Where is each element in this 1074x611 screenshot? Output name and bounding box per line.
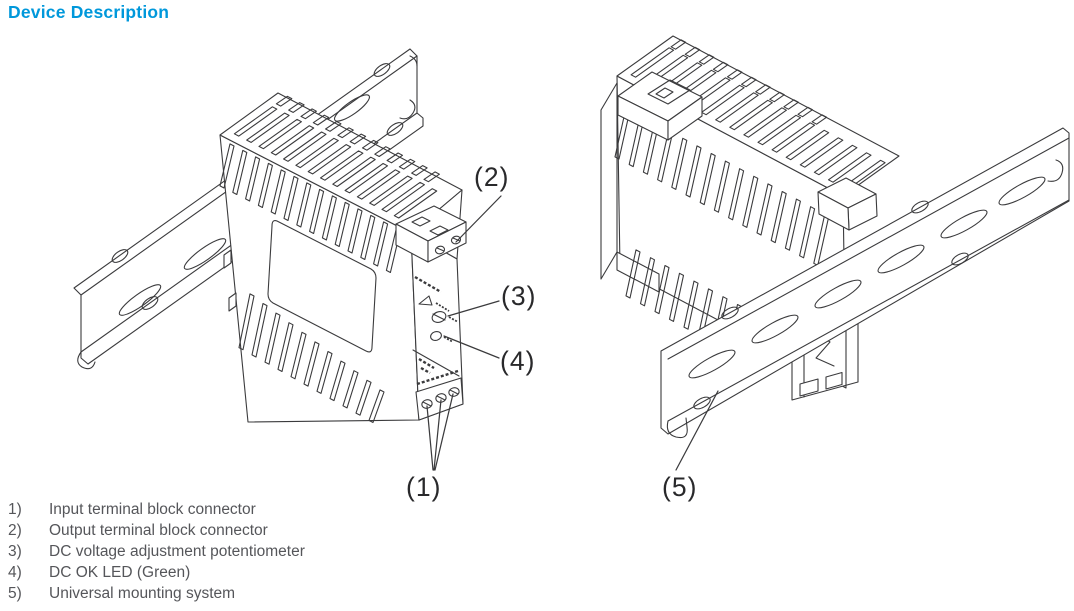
right-figure-rear-view <box>600 35 1070 471</box>
legend-text: DC voltage adjustment potentiometer <box>49 543 305 560</box>
side-vent-slots-upper <box>219 143 401 274</box>
leader-callout-4 <box>443 335 500 359</box>
legend-text: Input terminal block connector <box>49 501 256 518</box>
callout-5: (5) <box>662 472 698 502</box>
side-vent-slots-upper <box>614 107 830 266</box>
delta-logo-icon <box>418 295 450 312</box>
callout-3: (3) <box>501 281 537 311</box>
label-area <box>267 220 377 353</box>
callout-2: (2) <box>474 162 510 192</box>
top-vent-slots-outer-row <box>670 39 828 125</box>
top-vent-slots <box>630 47 886 191</box>
side-vent-slots-lower <box>238 293 385 424</box>
input-label-text <box>416 369 459 386</box>
page-title: Device Description <box>8 2 170 22</box>
leader-callout-1 <box>426 393 454 471</box>
din-rail-right <box>660 127 1070 439</box>
top-vent-slots <box>233 106 438 219</box>
left-figure-front-view <box>73 48 502 471</box>
legend-item-4: 4) DC OK LED (Green) <box>8 564 305 585</box>
dc-ok-label <box>443 336 454 343</box>
leader-lines-left <box>426 195 502 471</box>
legend-text: DC OK LED (Green) <box>49 564 191 581</box>
legend-item-2: 2) Output terminal block connector <box>8 522 305 543</box>
rail-slots-right <box>688 176 1046 410</box>
callout-1: (1) <box>406 472 442 502</box>
legend-number: 5) <box>8 585 22 602</box>
callout-4: (4) <box>500 346 536 376</box>
clip-feet <box>799 371 843 397</box>
legend-number: 3) <box>8 543 22 560</box>
output-label-text <box>414 275 442 294</box>
rail-end-hook-left <box>666 417 688 439</box>
legend-number: 2) <box>8 522 22 539</box>
leader-callout-2 <box>455 195 502 243</box>
brand-text <box>418 357 435 375</box>
legend-text: Universal mounting system <box>49 585 236 602</box>
voltage-adjust-potentiometer <box>431 311 459 323</box>
leader-callout-5 <box>675 390 719 471</box>
rail-slots-left <box>111 63 404 316</box>
legend: 1) Input terminal block connector 2) Out… <box>8 501 305 606</box>
dc-ok-led <box>430 331 454 343</box>
top-vent-slots-outer-row <box>275 95 440 183</box>
legend-item-3: 3) DC voltage adjustment potentiometer <box>8 543 305 564</box>
rail-end-hook-right <box>1047 159 1064 182</box>
power-supply-module-front <box>219 92 467 424</box>
far-terminal-block <box>817 177 878 231</box>
rear-clip-tabs <box>223 249 237 312</box>
leader-callout-3 <box>447 300 500 317</box>
legend-number: 1) <box>8 501 22 518</box>
legend-text: Output terminal block connector <box>49 522 268 539</box>
v-adj-label <box>448 316 459 323</box>
legend-number: 4) <box>8 564 22 581</box>
module-rear-face-sliver <box>600 82 618 280</box>
legend-item-5: 5) Universal mounting system <box>8 585 305 606</box>
rear-terminal-block <box>617 71 703 141</box>
legend-item-1: 1) Input terminal block connector <box>8 501 305 522</box>
output-terminal-block <box>395 205 467 263</box>
